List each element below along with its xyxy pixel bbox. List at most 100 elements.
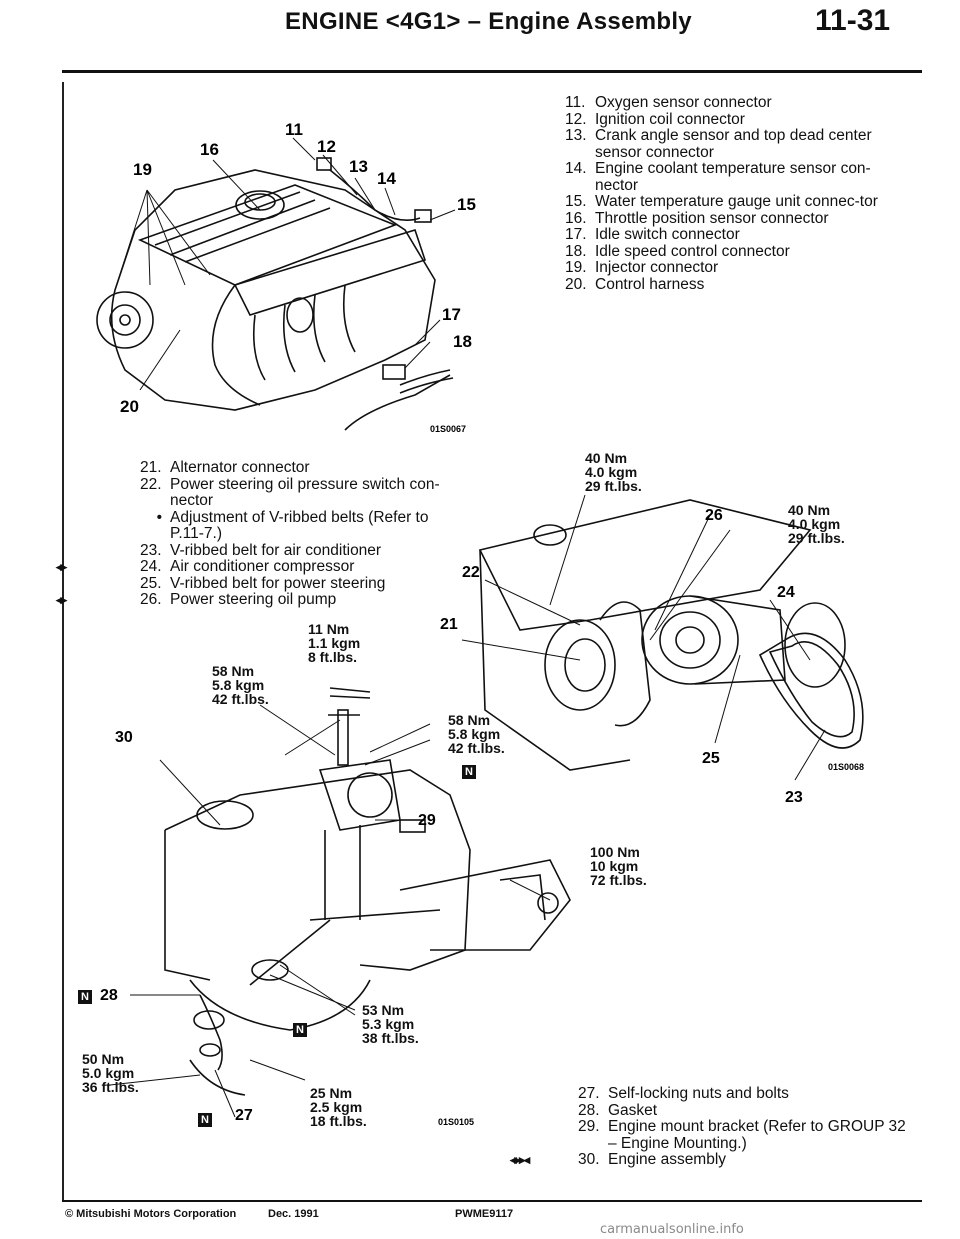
item-number: 13.: [565, 127, 587, 144]
list-item: 22.Power steering oil pressure switch co…: [140, 475, 460, 510]
new-part-badge: N: [198, 1113, 212, 1127]
list-item: 27.Self-locking nuts and bolts: [578, 1085, 918, 1103]
list-item: 18. Idle speed control connector: [565, 242, 890, 261]
item-number: 30.: [578, 1151, 600, 1168]
callout-13: 13: [349, 157, 368, 176]
item-number: 11.: [565, 94, 586, 111]
footer-date: Dec. 1991: [268, 1208, 319, 1220]
list-item: ◂▸▸◂ 30. Engine assembly: [510, 1151, 918, 1169]
list-item: 15. Water temperature gauge unit connec-t…: [565, 193, 890, 211]
callout-16: 16: [200, 140, 219, 159]
callout-17: 17: [442, 305, 461, 324]
callout-14: 14: [377, 169, 396, 188]
item-number: 27.: [578, 1085, 600, 1102]
item-text: Idle speed control connector: [595, 242, 790, 260]
item-text: Adjustment of V-ribbed belts (Refer to P…: [170, 508, 429, 542]
item-number: 26.: [140, 591, 162, 608]
connector-list: 11. Oxygen sensor connector 12. Ignition co…: [565, 94, 890, 293]
margin-line: [62, 82, 64, 1200]
callout-29: 29: [418, 812, 436, 829]
callout-21: 21: [440, 616, 458, 633]
item-number: 23.: [140, 541, 162, 559]
list-item: 29. Engine mount bracket (Refer to GROUP …: [578, 1118, 918, 1152]
mount-figure: 29 30 28 27 01S0105: [100, 687, 571, 1127]
item-number: 24.: [140, 558, 162, 575]
callout-12: 12: [317, 137, 336, 156]
item-number: 15.: [565, 193, 587, 210]
list-item: 14. Engine coolant temperature sensor con…: [565, 160, 890, 194]
callout-20: 20: [120, 397, 139, 416]
callout-25: 25: [702, 750, 720, 767]
callout-24: 24: [777, 584, 795, 601]
belt-figure: 26 24 22 21 25 23 01S0068: [440, 494, 864, 806]
item-text: Air conditioner compressor: [170, 558, 355, 575]
new-part-badge: N: [78, 990, 92, 1004]
item-number: 25.: [140, 574, 162, 592]
item-number: 12.: [565, 110, 587, 128]
item-number: •: [156, 508, 162, 526]
list-item: 13.Crank angle sensor and top dead cente…: [565, 127, 890, 161]
list-item: 21. Alternator connector: [140, 459, 460, 477]
item-text: Engine mount bracket (Refer to GROUP 32 …: [608, 1118, 906, 1152]
item-text: V-ribbed belt for air conditioner: [170, 541, 382, 559]
item-text: Power steering oil pump: [170, 591, 337, 608]
item-text: Idle switch connector: [595, 226, 740, 243]
item-text: Gasket: [608, 1101, 658, 1119]
callout-28: 28: [100, 987, 118, 1004]
item-text: Control harness: [595, 275, 705, 293]
item-text: Alternator connector: [170, 459, 310, 476]
new-part-badge: N: [293, 1023, 307, 1037]
list-item: 25.V-ribbed belt for power steering: [140, 574, 460, 593]
callout-22: 22: [462, 564, 480, 581]
item-number: 14.: [565, 160, 587, 177]
list-item: 19.Injector connector: [565, 259, 890, 277]
callout-23: 23: [785, 789, 803, 806]
list-item: • Adjustment of V-ribbed belts (Refer to …: [140, 508, 460, 543]
procedure-marker: ◂▸: [56, 559, 67, 574]
callout-30: 30: [115, 729, 133, 746]
item-text: Throttle position sensor connector: [595, 209, 829, 227]
callout-26: 26: [705, 507, 723, 524]
item-text: Ignition coil connector: [595, 110, 745, 128]
item-text: Power steering oil pressure switch con-n…: [170, 475, 440, 509]
list-item: 11. Oxygen sensor connector: [565, 94, 890, 112]
item-number: 17.: [565, 226, 587, 243]
callout-27: 27: [235, 1107, 253, 1124]
figure-code: 01S0067: [430, 424, 466, 434]
figure-code: 01S0068: [828, 762, 864, 772]
item-text: Injector connector: [595, 259, 719, 276]
new-part-badge: N: [462, 765, 476, 779]
list-item: 12. Ignition coil connector: [565, 110, 890, 129]
list-item: 23. V-ribbed belt for air conditioner: [140, 541, 460, 560]
item-text: Oxygen sensor connector: [595, 94, 772, 111]
list-item: ◂▸ 24. Air conditioner compressor: [56, 558, 460, 576]
item-text: Water temperature gauge unit connec-tor: [595, 193, 878, 210]
item-text: Engine assembly: [608, 1151, 727, 1168]
item-number: 29.: [578, 1118, 600, 1135]
item-number: 21.: [140, 459, 162, 476]
item-number: 18.: [565, 242, 587, 260]
page-number: 11-31: [815, 4, 891, 37]
item-number: 16.: [565, 209, 587, 227]
list-item: ◂▸26.Power steering oil pump: [56, 591, 460, 609]
footer-rule: [62, 1200, 922, 1202]
item-text: Engine coolant temperature sensor con-ne…: [595, 160, 871, 194]
footer-copyright: © Mitsubishi Motors Corporation: [65, 1208, 237, 1220]
procedure-marker: ◂▸▸◂: [510, 1152, 530, 1167]
callout-18: 18: [453, 332, 472, 351]
footer-code: PWME9117: [455, 1208, 514, 1220]
callout-11: 11: [285, 120, 303, 139]
list-item: 16. Throttle position sensor connector: [565, 209, 890, 228]
figure-code: 01S0105: [438, 1117, 474, 1127]
engine-top-figure: 16 11 12 13 14 15 19 17 18 20 01S0067: [96, 120, 476, 434]
callout-15: 15: [457, 195, 476, 214]
